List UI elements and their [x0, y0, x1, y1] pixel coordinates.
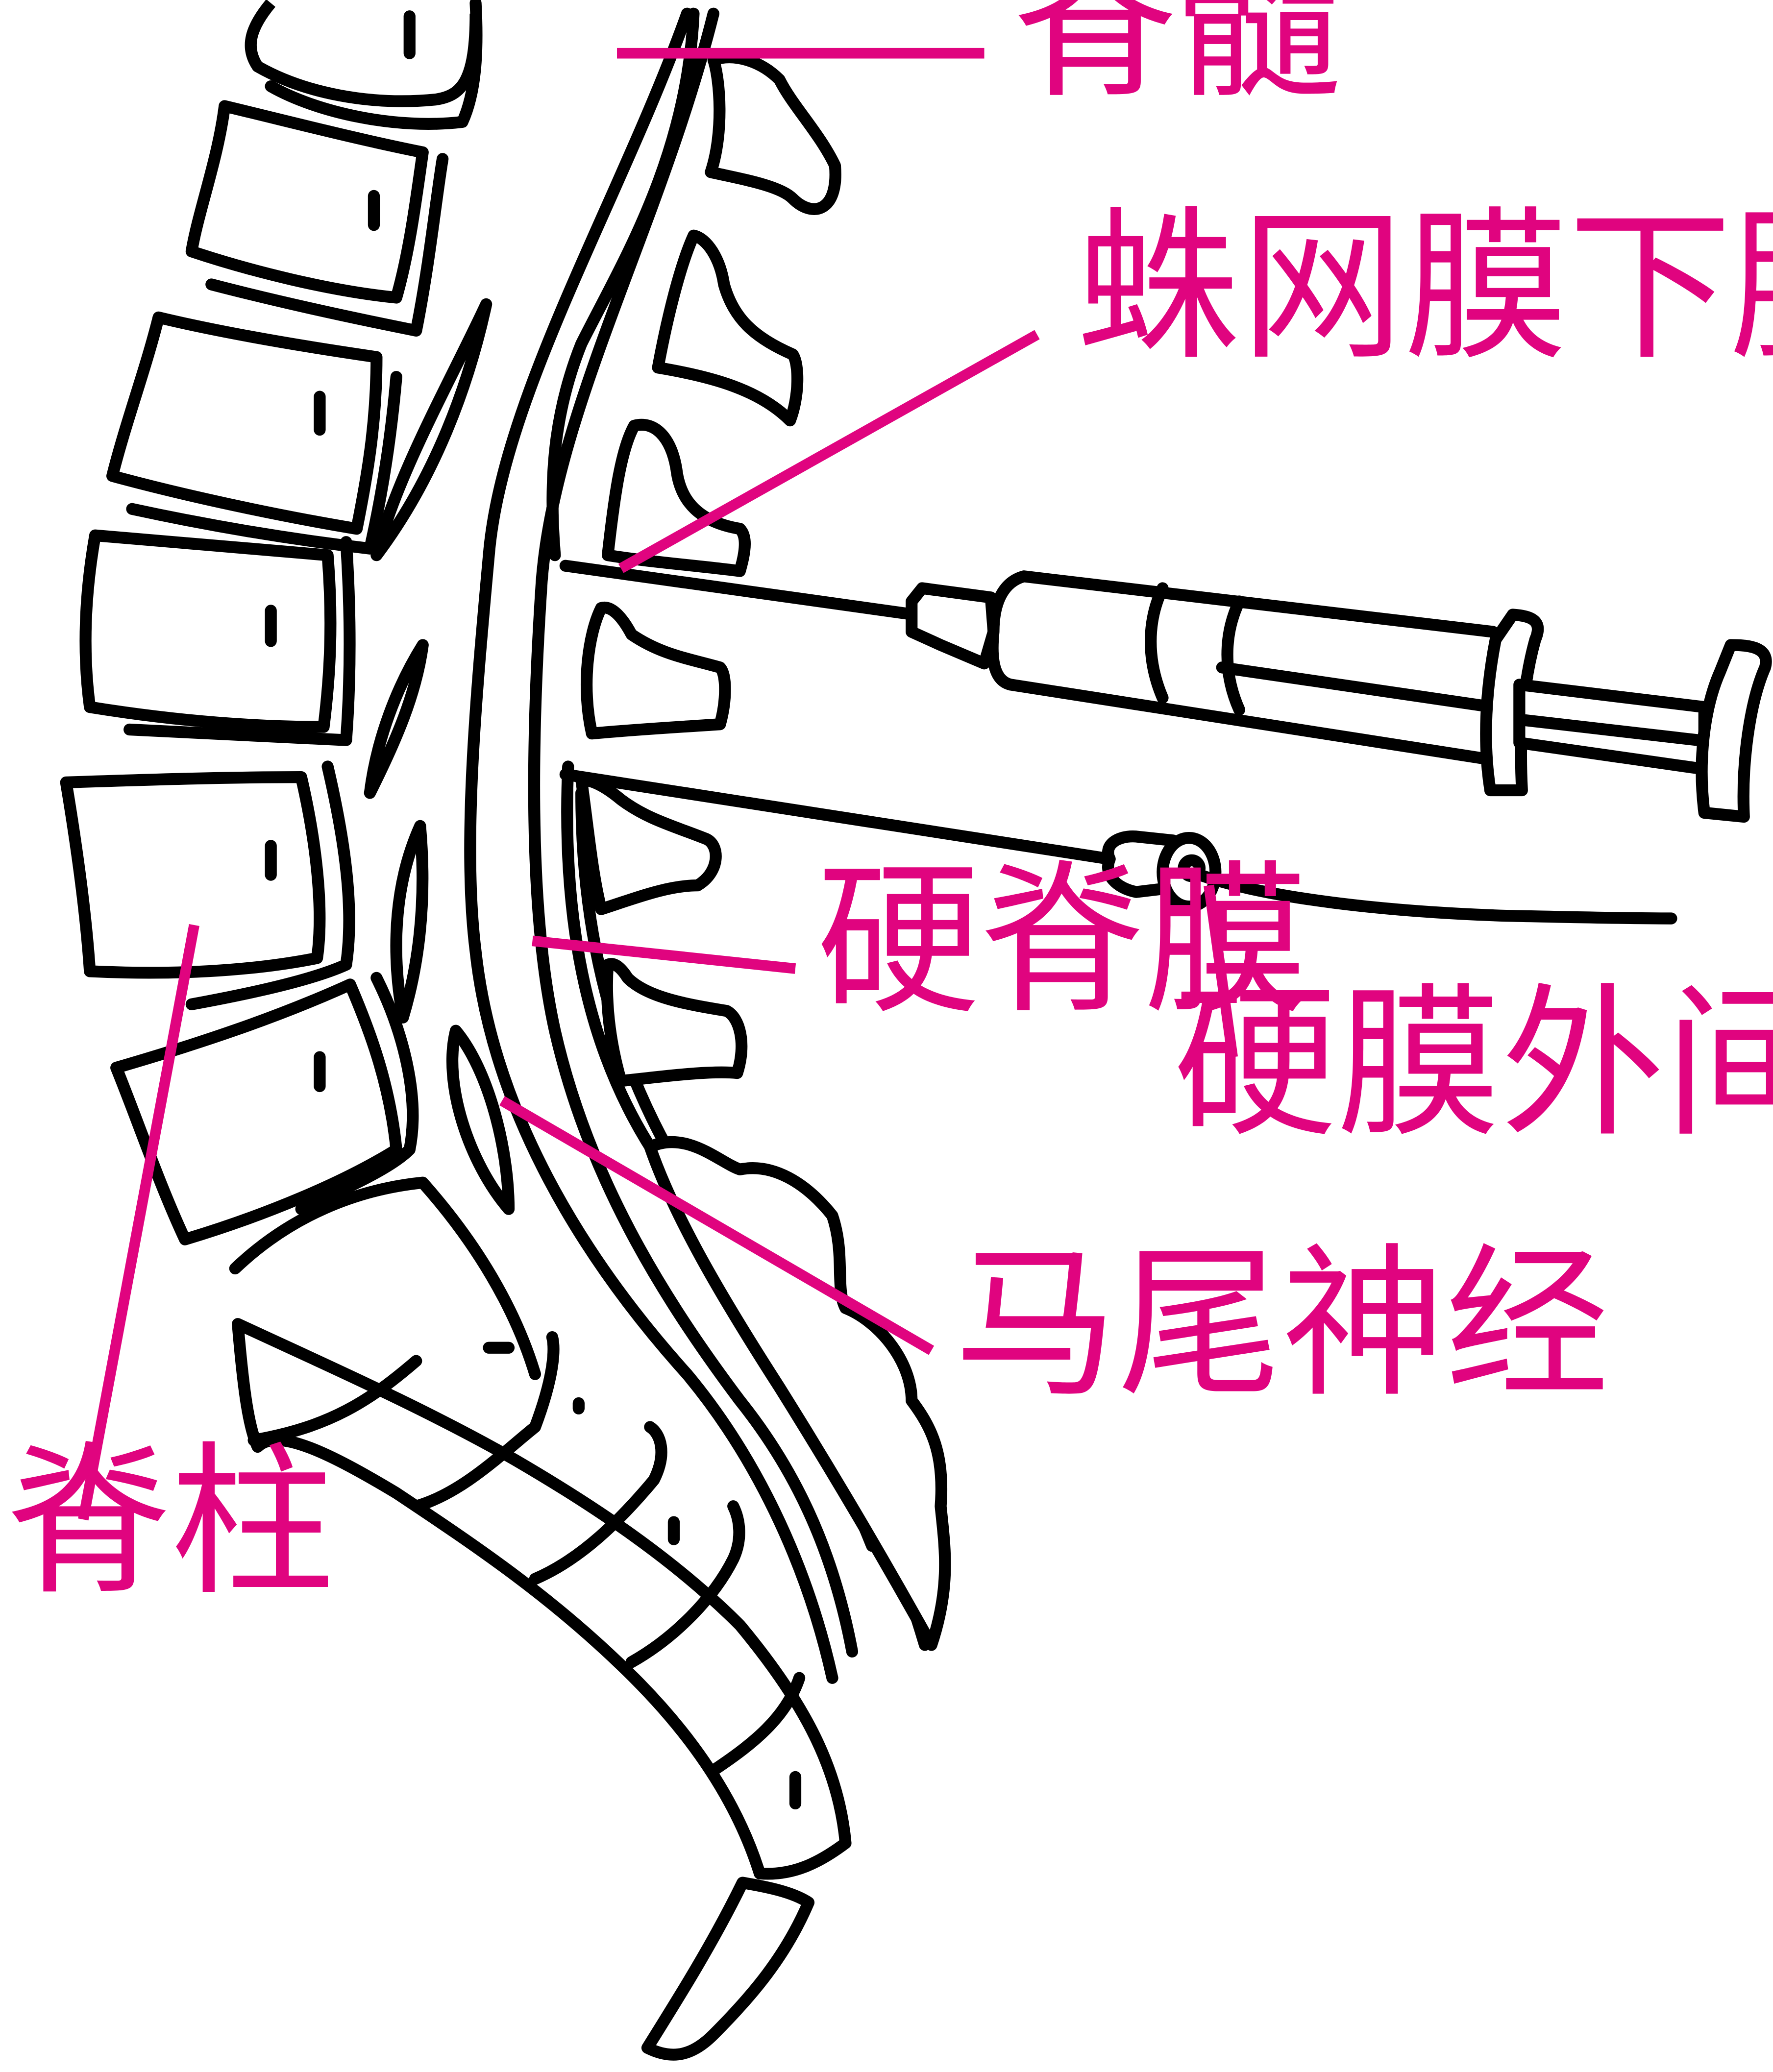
vertebra-l4	[60, 771, 326, 979]
spinous-processes	[575, 51, 951, 1651]
label-subarachnoid-block: 蛛网膜下腔阻滞	[1077, 192, 1773, 383]
leader-cauda-equina	[499, 1096, 935, 1355]
syringe	[559, 560, 1772, 823]
vertebra-l3	[79, 529, 337, 733]
labels: 脊髓 蛛网膜下腔阻滞 硬脊膜 硬膜外间隙阻滞 马尾神经 脊柱	[6, 0, 1773, 1618]
leader-epidural	[1204, 884, 1238, 1058]
catheter-line	[1193, 869, 1677, 925]
vertebra-t12	[245, 0, 482, 107]
vertebra-l1	[185, 100, 429, 304]
leader-subarachnoid	[618, 330, 1040, 573]
syringe-icon	[906, 582, 1000, 670]
sacrum	[232, 1318, 852, 1880]
plunger-head	[1696, 639, 1772, 823]
vertebra-l5	[110, 978, 402, 1245]
epidural-set	[559, 768, 1677, 925]
coccyx	[641, 1877, 815, 2061]
leader-spinal-column	[78, 924, 199, 1521]
label-dura-mater: 硬脊膜	[816, 846, 1308, 1036]
syringe-flange	[1480, 609, 1544, 797]
needle-icon	[559, 768, 1116, 865]
leader-lines	[78, 48, 1238, 1521]
vertebra-l2	[106, 311, 383, 535]
label-spinal-cord: 脊髓	[1013, 0, 1341, 121]
spinal-needle	[559, 560, 920, 621]
spinal-column-drawing	[60, 0, 852, 2061]
label-epidural-block: 硬膜外间隙阻滞	[1173, 969, 1773, 1159]
label-spinal-column: 脊柱	[6, 1427, 334, 1618]
label-cauda-equina: 马尾神经	[954, 1229, 1609, 1419]
leader-dura	[532, 935, 796, 974]
spinal-cord	[546, 7, 700, 561]
